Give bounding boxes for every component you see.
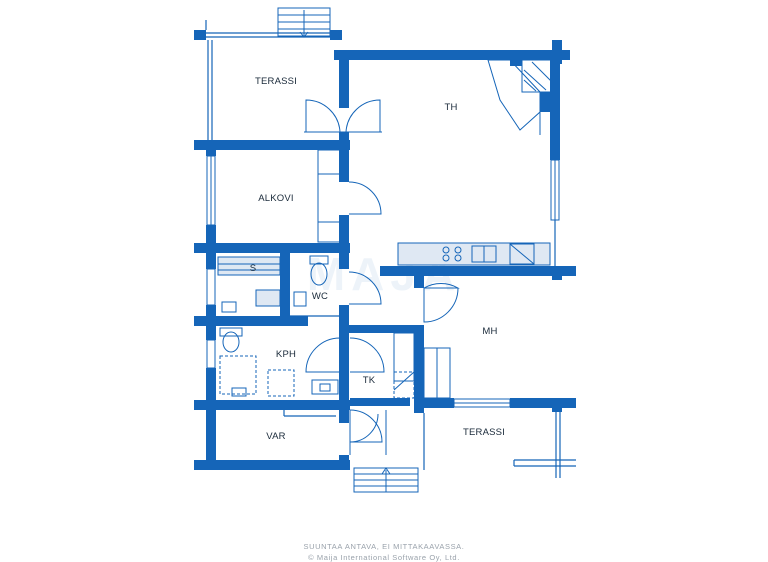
thin-lines [205, 7, 576, 493]
room-label-kph: KPH [276, 349, 296, 360]
room-label-tk: TK [363, 375, 376, 386]
footer-disclaimer: SUUNTAA ANTAVA, EI MITTAKAAVASSA. [303, 542, 465, 551]
room-label-mh: MH [482, 326, 497, 337]
room-label-wc: WC [312, 291, 328, 302]
room-label-terassi-bottom: TERASSI [463, 427, 505, 438]
footer-copyright: © Maija International Software Oy, Ltd. [308, 553, 460, 562]
room-label-alkovi: ALKOVI [258, 193, 294, 204]
room-label-var: VAR [266, 431, 285, 442]
room-label-th: TH [444, 102, 457, 113]
room-labels: TERASSI TH ALKOVI S WC MH KPH TK VAR TER… [250, 76, 505, 442]
room-label-s: S [250, 263, 257, 274]
room-label-terassi-top: TERASSI [255, 76, 297, 87]
doors [304, 99, 460, 455]
